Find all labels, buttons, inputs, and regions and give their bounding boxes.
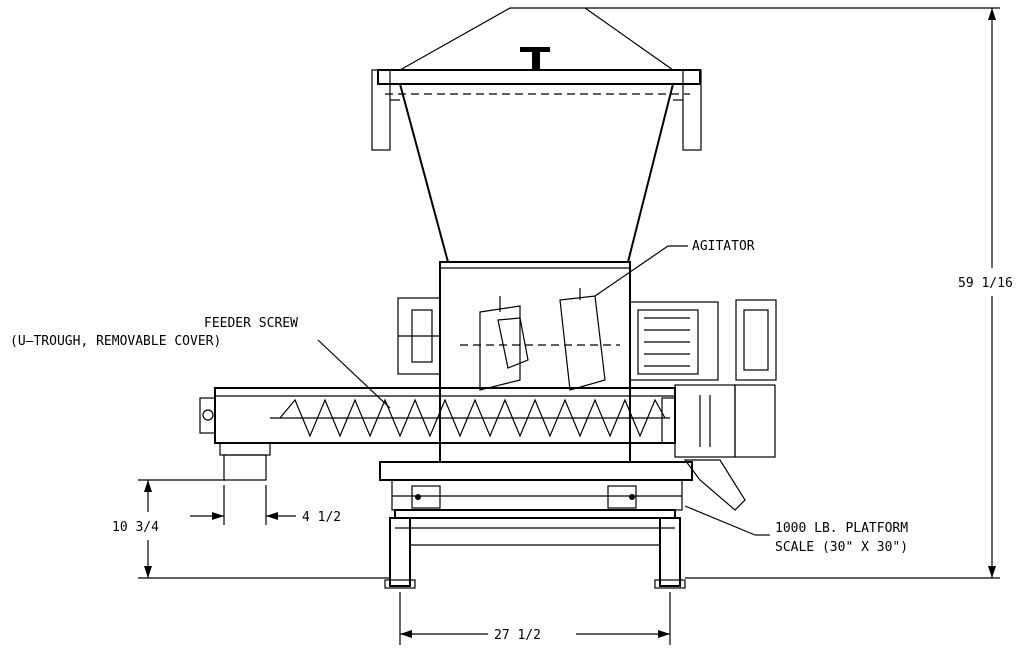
leg-spacing-label: 27 1/2 [494, 628, 541, 643]
dim-discharge-height [138, 479, 390, 579]
feeder-drive-motor [661, 384, 776, 458]
dim-leg-spacing [399, 592, 671, 645]
motor-mount-bracket [683, 459, 746, 511]
scale-leg-right [654, 517, 686, 589]
scale-leader [684, 505, 770, 536]
hopper-side-panel-left [371, 69, 400, 151]
screw-trough [214, 387, 676, 444]
hopper-rim [377, 69, 701, 95]
load-cells [411, 485, 637, 509]
hopper-lid [399, 7, 674, 71]
screw-flights [270, 398, 670, 438]
agitator-motor [397, 297, 441, 375]
hopper-side-panel-right [673, 69, 702, 151]
feeder-screw-callout-line1: FEEDER SCREW [204, 316, 298, 331]
agitator-drive-motor [735, 299, 777, 381]
feeder-screw-callout-line2: (U–TROUGH, REMOVABLE COVER) [10, 334, 221, 349]
dim-overall-height [585, 7, 1000, 579]
dim-discharge-width [190, 485, 296, 525]
discharge-height-label: 10 3/4 [112, 520, 159, 535]
scale-frame [394, 509, 676, 546]
lid-handle [520, 47, 550, 70]
scale-leg-left [384, 517, 416, 589]
agitator-blades [460, 288, 620, 391]
overall-height-label: 59 1/16 [958, 276, 1013, 291]
discharge-chute [219, 442, 271, 481]
agitator-leader [594, 245, 688, 297]
feeder-screw-leader [317, 339, 391, 409]
scale-callout-line2: SCALE (30" X 30") [775, 540, 908, 555]
hopper-body [398, 83, 675, 263]
agitator-callout: AGITATOR [692, 239, 755, 254]
scale-callout-line1: 1000 LB. PLATFORM [775, 521, 908, 536]
screw-end-cap [199, 397, 216, 434]
discharge-width-label: 4 1/2 [302, 510, 341, 525]
agitator-gear-box [629, 301, 719, 381]
